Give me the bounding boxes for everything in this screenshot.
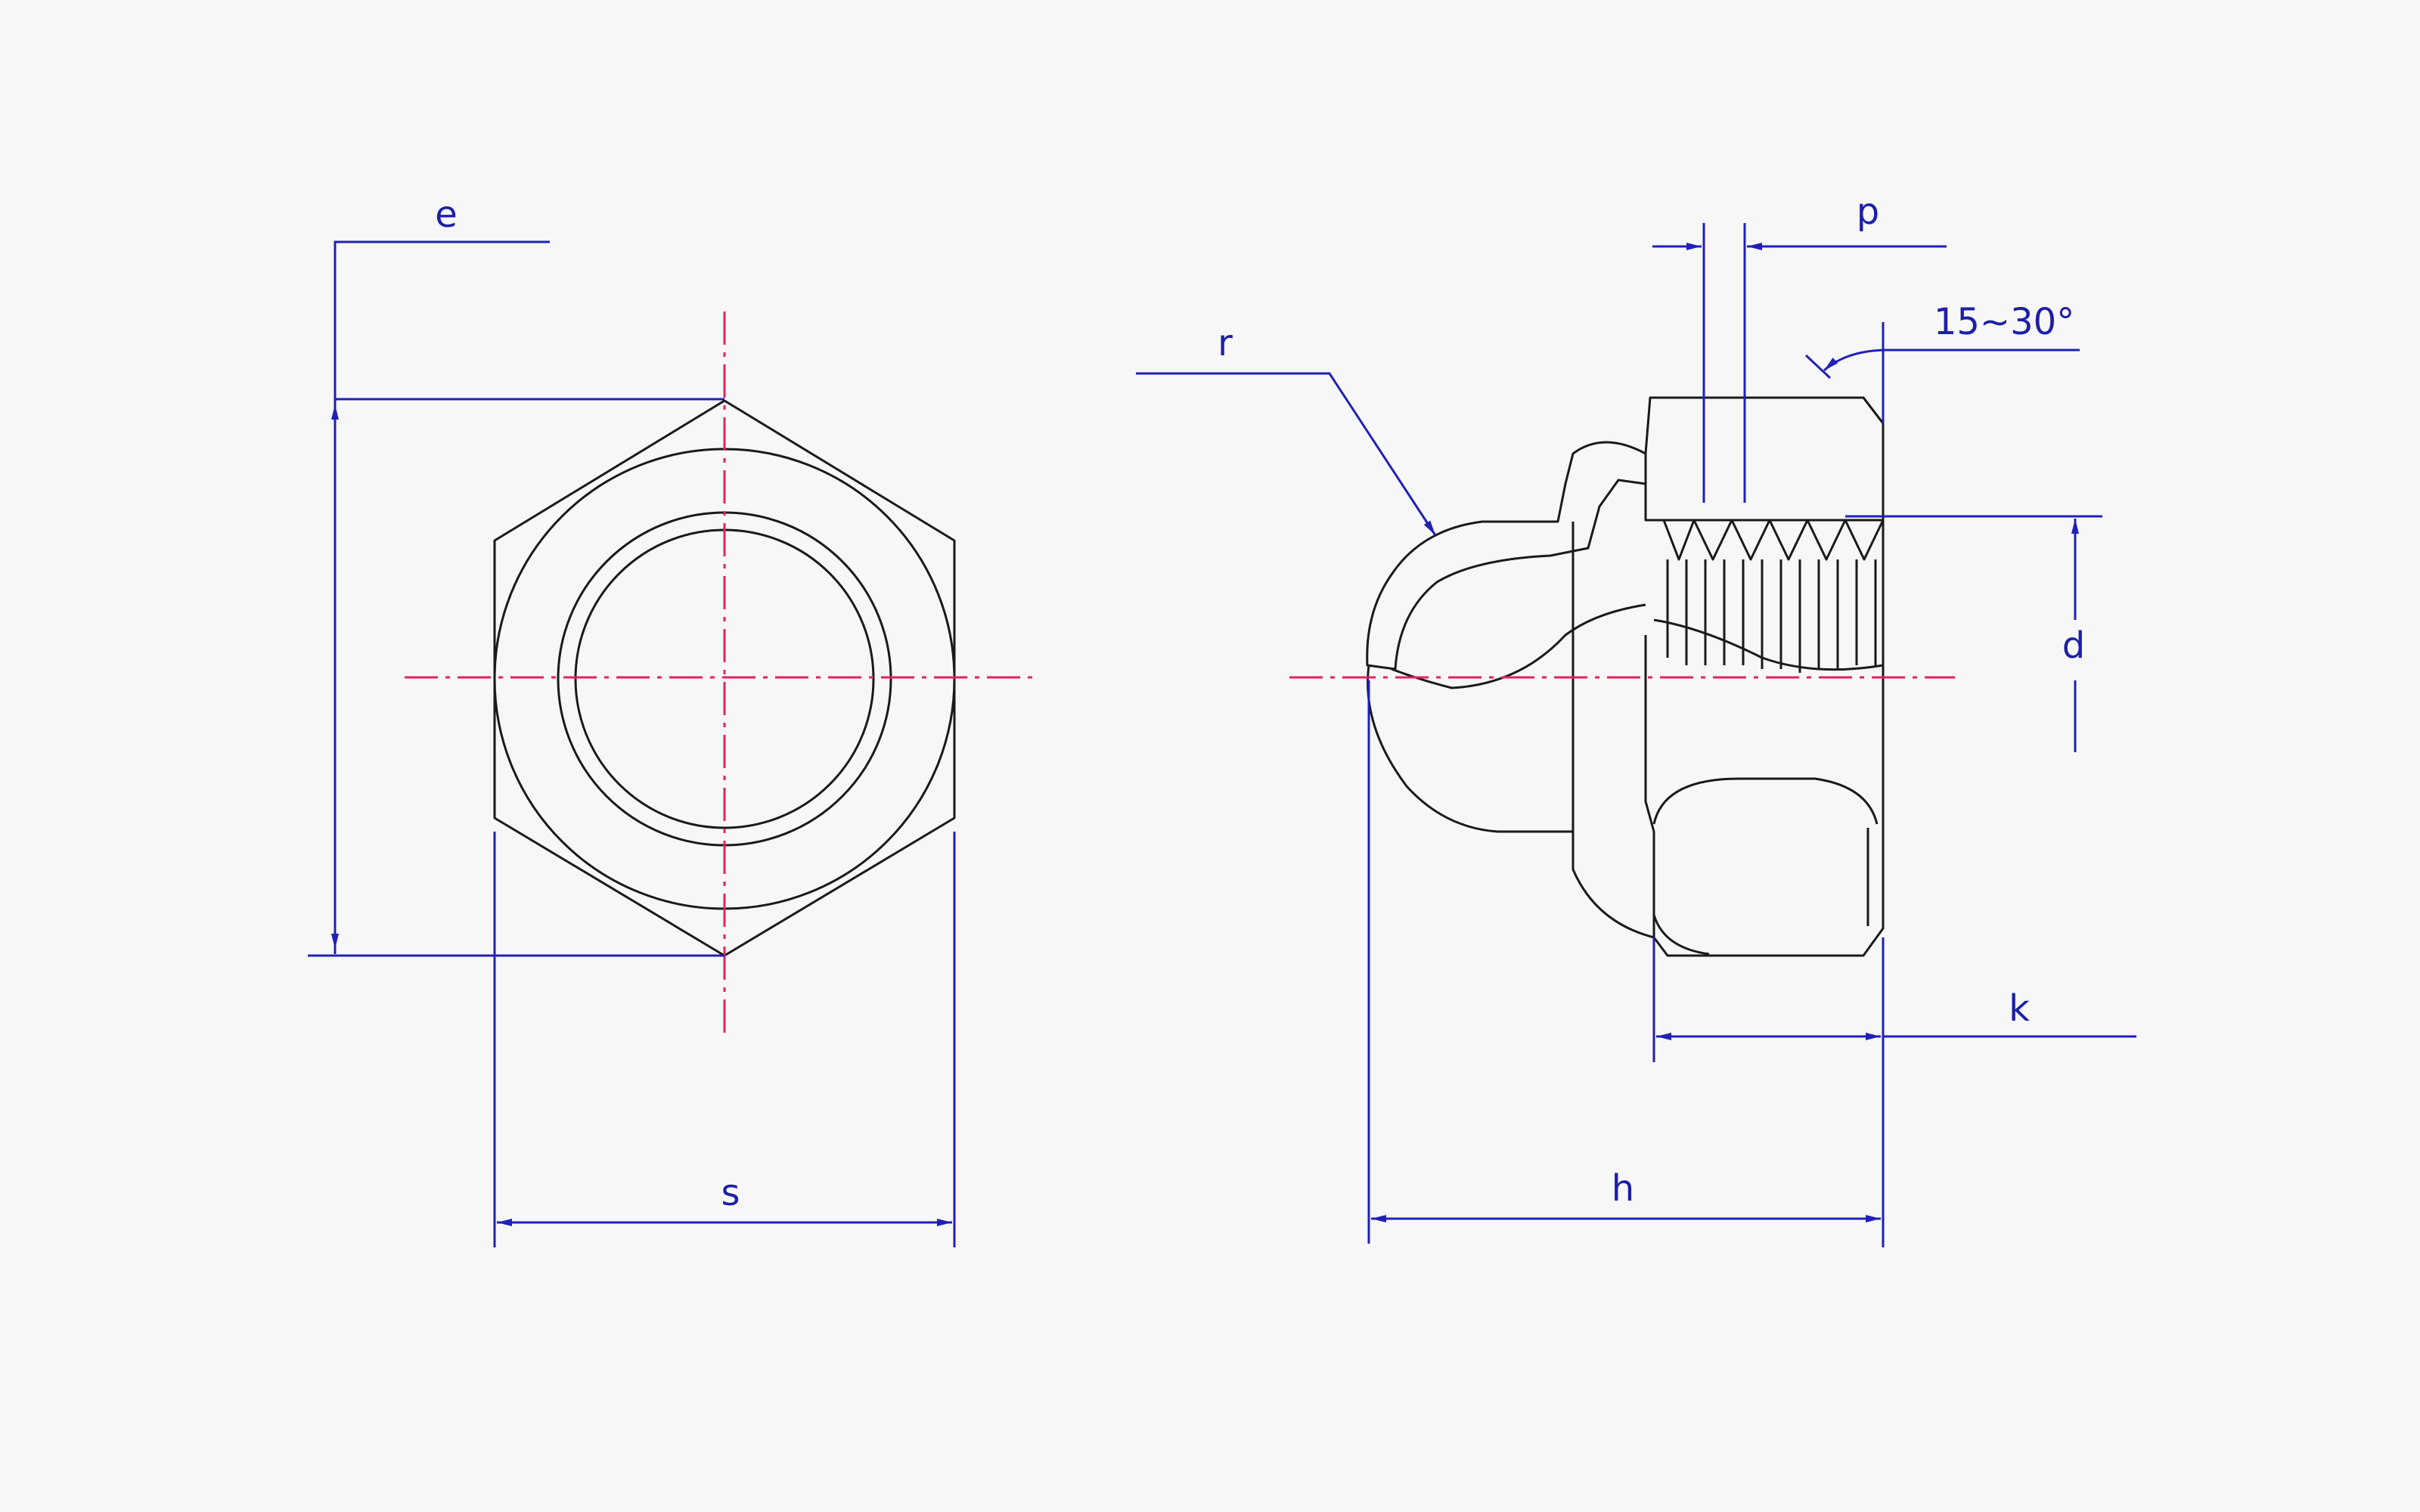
- label-h: h: [1612, 1167, 1634, 1210]
- label-k: k: [2009, 987, 2030, 1030]
- cap-inner-curve: [1391, 603, 1646, 689]
- dimension-h: h: [1367, 680, 1881, 1244]
- dimension-s: s: [493, 832, 956, 1247]
- dimension-d: d: [1845, 515, 2102, 752]
- label-e: e: [435, 194, 458, 236]
- chamfer-circle: [493, 448, 956, 910]
- cap-section-hatch: [1366, 441, 1647, 671]
- label-p: p: [1857, 191, 1879, 233]
- label-s: s: [721, 1172, 740, 1214]
- label-d: d: [2062, 624, 2085, 667]
- dimension-angle: 15~30°: [1804, 301, 2080, 423]
- thread-teeth: [1662, 519, 1885, 673]
- hex-body-cut-curve: [1653, 618, 1884, 671]
- dimension-p: p: [1652, 191, 1947, 503]
- bore-inner-circle: [574, 528, 875, 829]
- dimension-r: r: [1136, 322, 1437, 536]
- cap-dome-outline: [1367, 665, 1655, 939]
- dimension-e: e: [308, 194, 724, 957]
- label-r: r: [1218, 322, 1233, 364]
- front-view: e s: [308, 194, 1032, 1247]
- hex-face-lower: [1652, 832, 1710, 956]
- nut-section-hatch: [1644, 396, 1885, 522]
- side-view: r p 15~30° d: [1136, 191, 2136, 1247]
- dimension-k: k: [1652, 937, 2136, 1247]
- hex-face-upper: [1652, 777, 1879, 825]
- label-angle: 15~30°: [1934, 301, 2074, 343]
